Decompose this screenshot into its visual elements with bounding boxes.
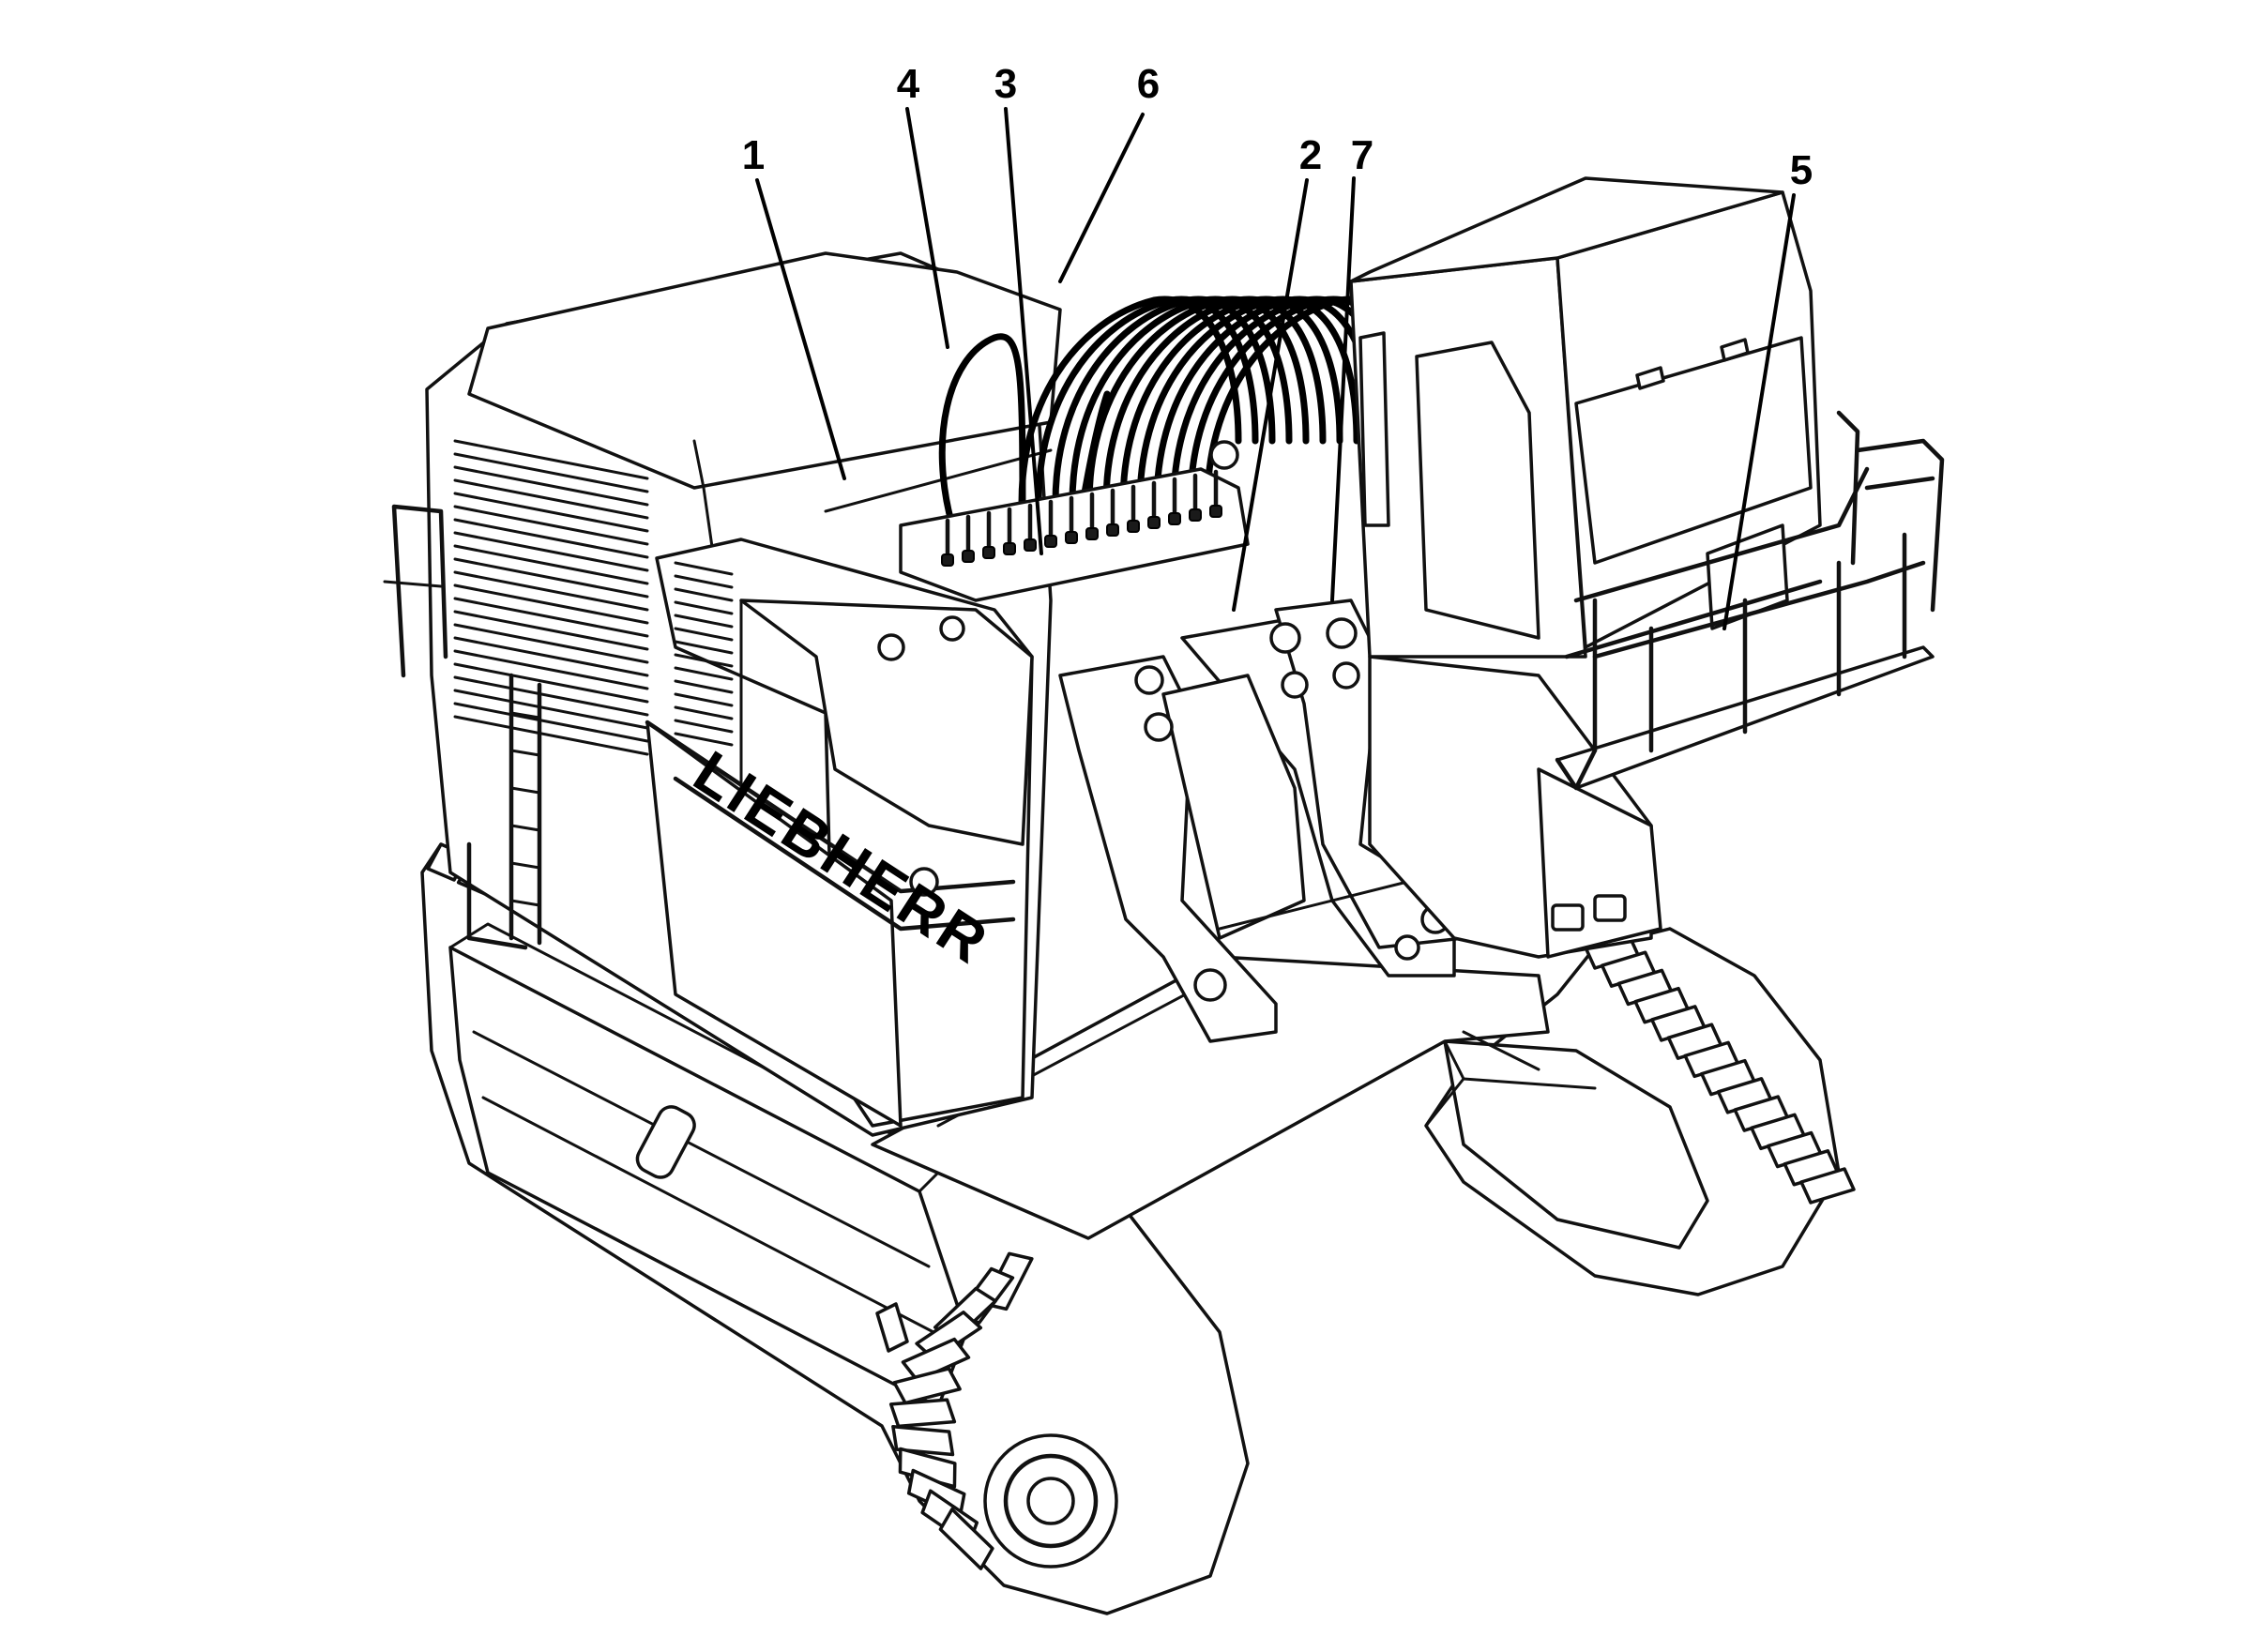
callout-leader-4	[905, 107, 949, 349]
callout-labels: 1 2 3 4 5 6 7	[742, 61, 1813, 630]
boom-mounting-brackets	[1058, 599, 1465, 1043]
callout-label-5: 5	[1790, 147, 1813, 193]
callout-label-4: 4	[897, 61, 920, 107]
callout-leader-5	[1722, 193, 1796, 630]
callout-label-6: 6	[1137, 61, 1160, 107]
access-ladder	[466, 673, 542, 950]
callout-leader-3	[1004, 107, 1043, 555]
callout-leader-2	[1232, 178, 1309, 612]
operator-cab	[1349, 176, 1822, 959]
radiator-grille	[453, 439, 734, 756]
left-crawler-track	[420, 842, 1250, 1615]
callout-label-3: 3	[994, 61, 1017, 107]
callout-label-2: 2	[1299, 132, 1322, 178]
callout-label-7: 7	[1351, 132, 1373, 178]
upper-structure	[383, 251, 1062, 1137]
control-valve-block	[941, 469, 1222, 567]
cab-railing-platform	[1555, 410, 1945, 791]
callout-leader-6	[1058, 113, 1145, 283]
right-track-treads	[1584, 932, 1856, 1205]
callout-leader-7	[1330, 176, 1356, 602]
callout-leader-1	[755, 178, 846, 480]
callout-label-1: 1	[742, 132, 765, 178]
